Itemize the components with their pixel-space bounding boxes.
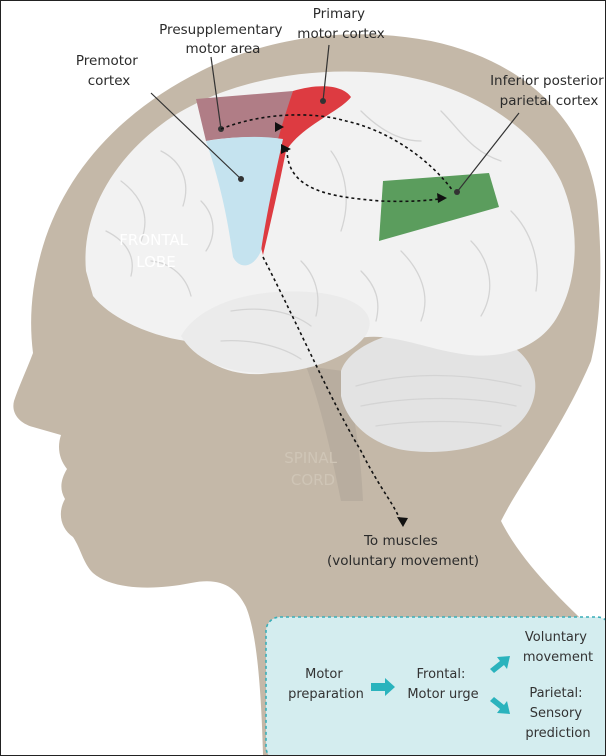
label-premotor: Premotor cortex: [76, 53, 142, 89]
flow-parietal-sensory-prediction: Parietal: Sensory prediction: [525, 686, 590, 741]
presupplementary-motor-area: [196, 91, 293, 141]
flow-summary-box: Motor preparation Frontal: Motor urge Vo…: [266, 617, 605, 755]
label-primary: Primary motor cortex: [297, 6, 384, 42]
